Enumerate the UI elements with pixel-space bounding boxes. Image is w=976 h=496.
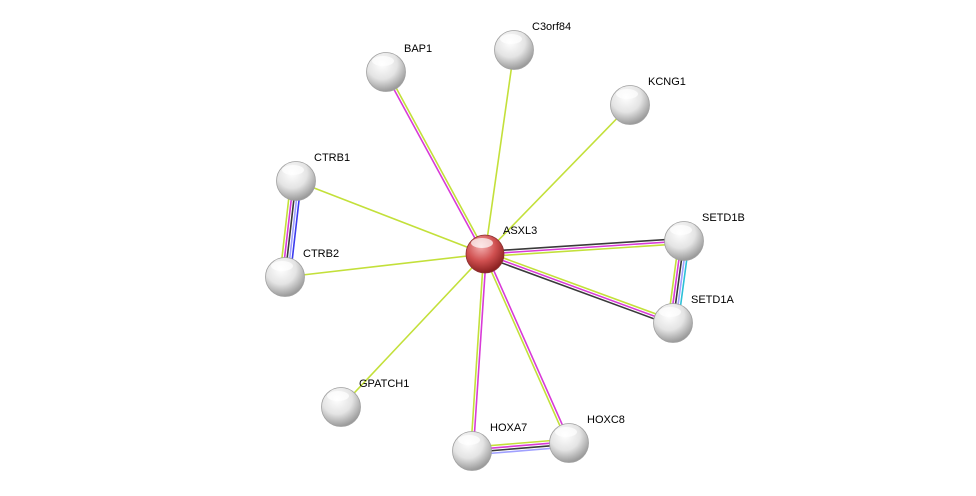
node-highlight xyxy=(616,89,638,99)
evidence-line-magenta xyxy=(384,72,485,256)
evidence-line-black xyxy=(483,255,673,327)
node-HOXA7[interactable]: HOXA7 xyxy=(452,422,528,471)
evidence-line-textmining xyxy=(484,104,631,255)
evidence-line-textmining xyxy=(340,253,486,408)
node-CTRB1[interactable]: CTRB1 xyxy=(276,152,351,201)
node-SETD1B[interactable]: SETD1B xyxy=(664,212,745,261)
evidence-line-black xyxy=(484,237,684,253)
node-highlight xyxy=(555,427,577,437)
node-label: BAP1 xyxy=(404,43,432,55)
evidence-line-textmining xyxy=(469,253,485,451)
evidence-line-textmining xyxy=(284,253,486,278)
evidence-line-textmining xyxy=(485,242,685,258)
node-highlight xyxy=(372,56,394,66)
evidence-line-textmining xyxy=(484,49,515,255)
node-highlight xyxy=(271,261,293,271)
node-highlight xyxy=(282,165,304,175)
node-SETD1A[interactable]: SETD1A xyxy=(653,294,735,343)
edge-ASXL3-HOXA7[interactable] xyxy=(469,253,488,452)
node-ASXL3[interactable]: ASXL3 xyxy=(465,225,537,274)
node-C3orf84[interactable]: C3orf84 xyxy=(494,21,572,70)
evidence-line-textmining xyxy=(485,250,675,322)
evidence-line-textmining xyxy=(295,180,486,255)
node-BAP1[interactable]: BAP1 xyxy=(366,43,433,92)
node-GPATCH1[interactable]: GPATCH1 xyxy=(321,378,410,427)
evidence-line-magenta xyxy=(472,254,488,452)
edge-ASXL3-SETD1A[interactable] xyxy=(483,250,675,327)
edge-ASXL3-BAP1[interactable] xyxy=(384,70,487,256)
node-HOXC8[interactable]: HOXC8 xyxy=(549,414,625,463)
evidence-line-textmining xyxy=(386,70,487,254)
node-label: CTRB2 xyxy=(303,248,339,260)
node-label: SETD1A xyxy=(691,294,734,306)
edge-ASXL3-GPATCH1[interactable] xyxy=(340,253,486,408)
node-highlight xyxy=(659,307,681,317)
evidence-line-magenta xyxy=(484,240,685,255)
evidence-line-magenta xyxy=(484,253,674,324)
node-highlight xyxy=(670,225,692,235)
edge-ASXL3-C3orf84[interactable] xyxy=(484,49,515,255)
node-highlight xyxy=(500,34,522,44)
edge-ASXL3-CTRB2[interactable] xyxy=(284,253,486,278)
node-highlight xyxy=(327,391,349,401)
node-label: KCNG1 xyxy=(648,76,686,88)
edge-ASXL3-CTRB1[interactable] xyxy=(295,180,486,255)
evidence-line-magenta xyxy=(485,253,571,443)
edge-ASXL3-HOXC8[interactable] xyxy=(483,253,571,444)
node-KCNG1[interactable]: KCNG1 xyxy=(610,76,686,125)
node-CTRB2[interactable]: CTRB2 xyxy=(265,248,340,297)
evidence-line-textmining xyxy=(483,254,569,444)
node-highlight xyxy=(471,238,493,248)
node-label: CTRB1 xyxy=(314,152,350,164)
node-label: C3orf84 xyxy=(532,21,571,33)
node-label: ASXL3 xyxy=(503,225,537,237)
edge-ASXL3-SETD1B[interactable] xyxy=(484,237,685,258)
node-highlight xyxy=(458,435,480,445)
node-label: HOXA7 xyxy=(490,422,527,434)
node-label: GPATCH1 xyxy=(359,378,409,390)
edge-ASXL3-KCNG1[interactable] xyxy=(484,104,631,255)
node-label: SETD1B xyxy=(702,212,745,224)
node-label: HOXC8 xyxy=(587,414,625,426)
